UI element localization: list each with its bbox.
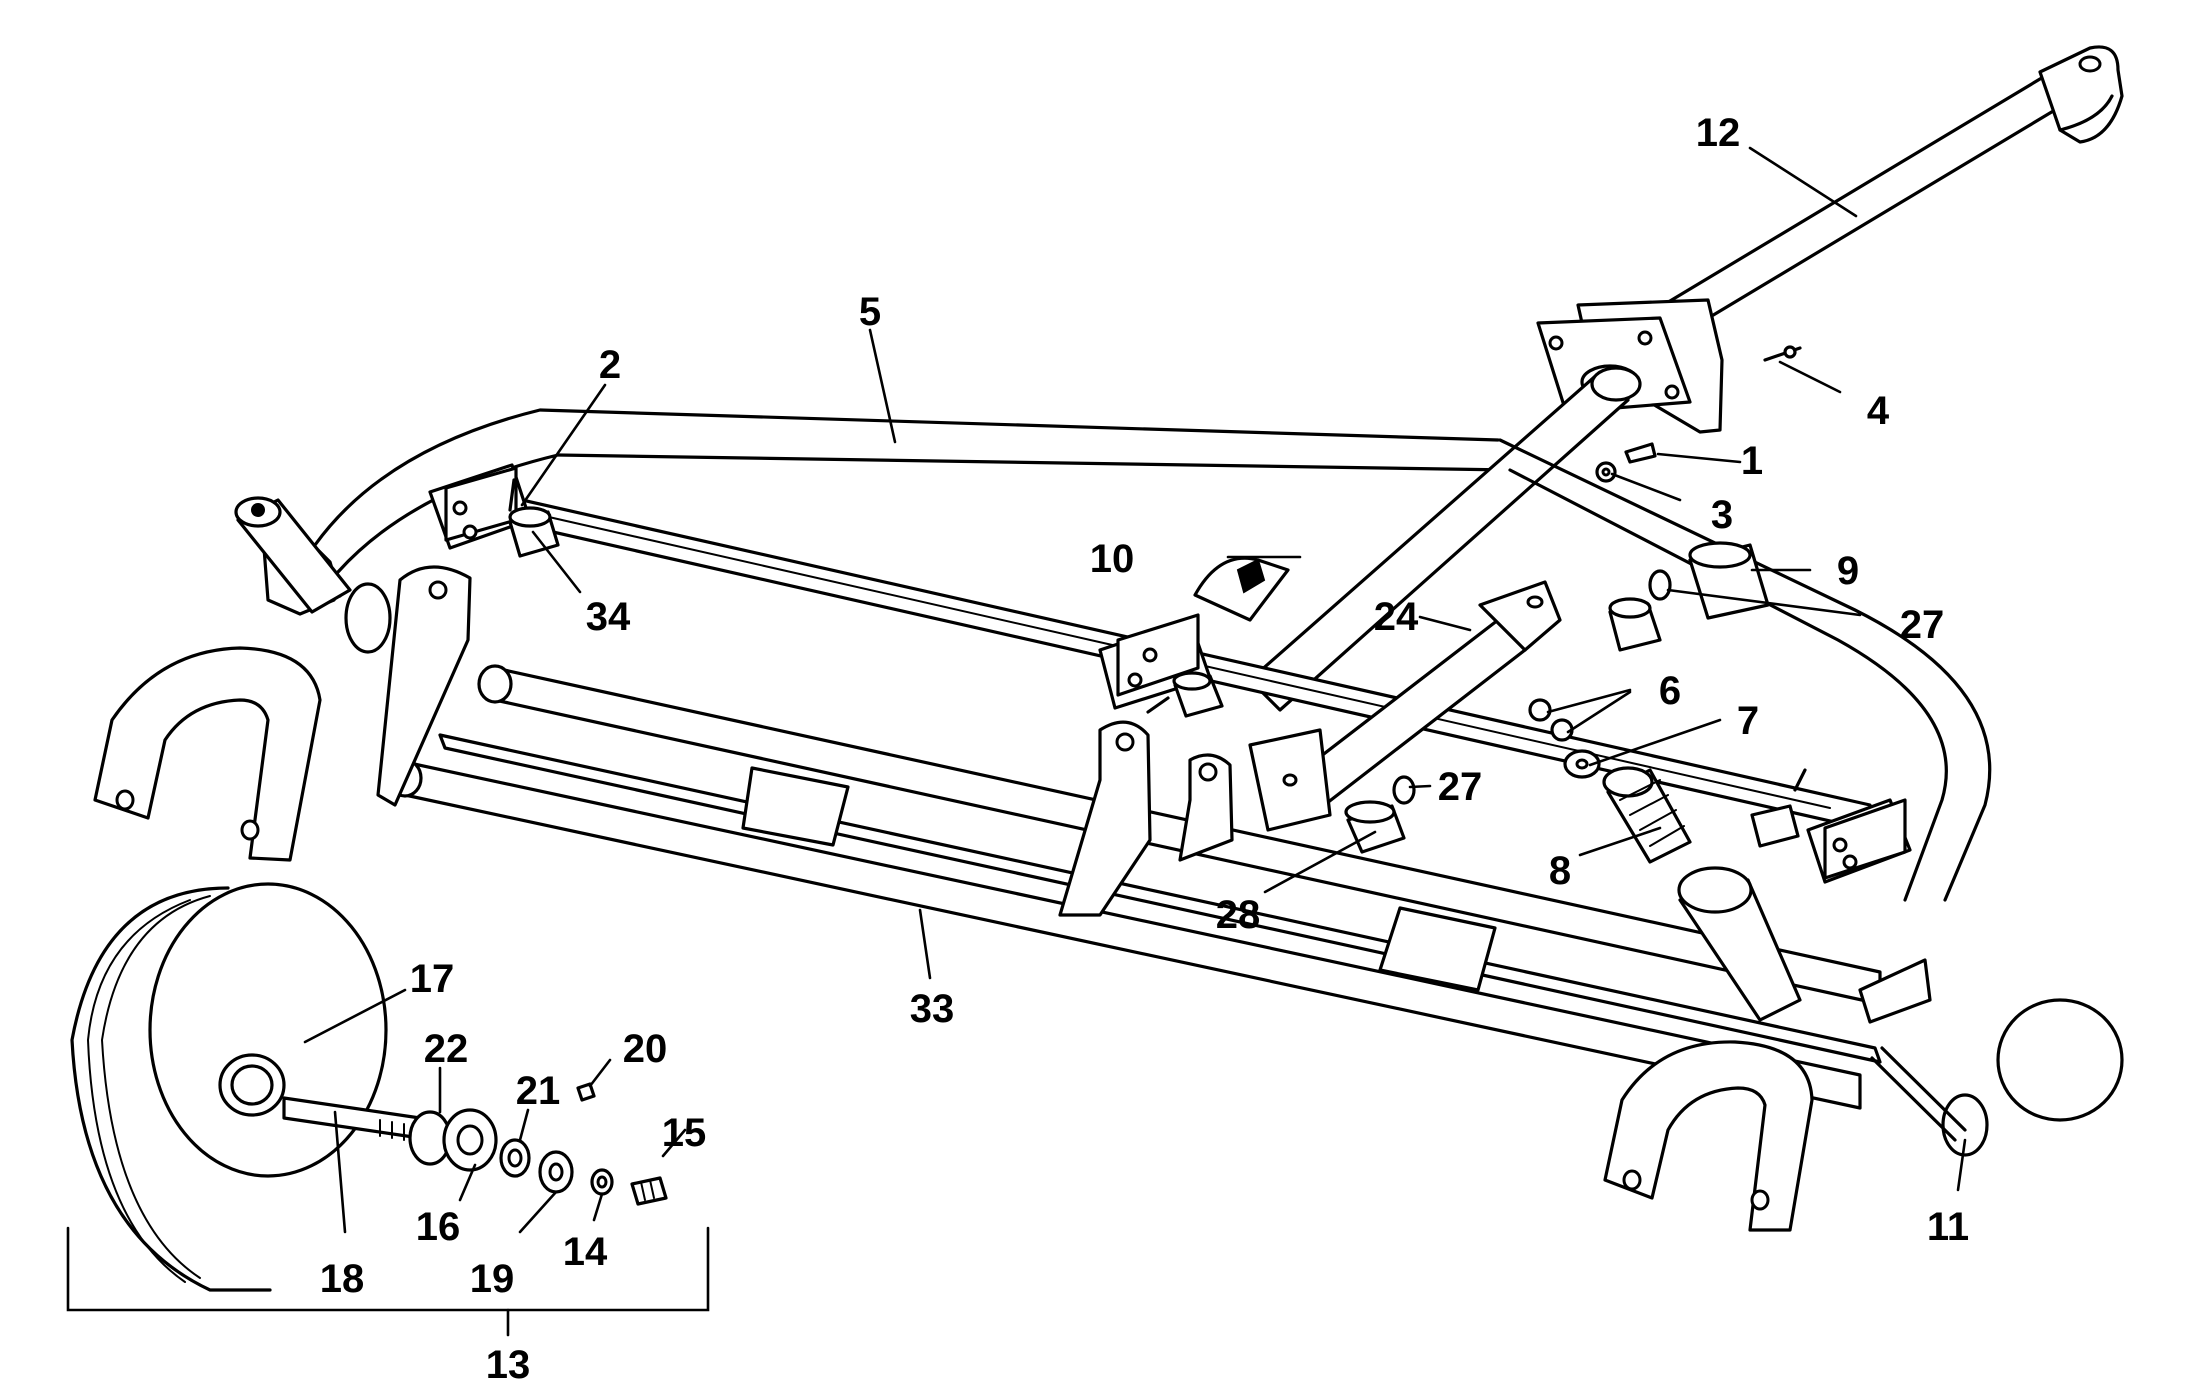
callout-15: 15 <box>662 1111 707 1155</box>
part-19-nut <box>538 1150 574 1194</box>
part-9-sleeve <box>1688 541 1770 620</box>
middle-hanger-plate <box>1058 720 1234 917</box>
callout-7: 7 <box>1737 699 1759 743</box>
callout-5: 5 <box>859 290 881 334</box>
part-4-cotter <box>1763 345 1802 362</box>
part-21-spacer <box>499 1138 531 1178</box>
part-27-clip-upper <box>1648 569 1672 601</box>
callout-17: 17 <box>410 957 455 1001</box>
callout-12: 12 <box>1696 111 1741 155</box>
part-15-bolt <box>630 1176 668 1206</box>
callout-2: 2 <box>599 343 621 387</box>
leader-lines <box>303 146 1967 1234</box>
callout-4: 4 <box>1867 389 1890 433</box>
callout-9: 9 <box>1837 549 1859 593</box>
lower-frame-bracket-left <box>741 766 850 847</box>
pin-near-27 <box>1608 597 1662 652</box>
right-frame-leg <box>1498 438 1992 902</box>
part-1-pin <box>1624 442 1657 464</box>
callout-10: 10 <box>1090 537 1135 581</box>
callout-21: 21 <box>516 1069 561 1113</box>
part-13-bracket-line <box>66 1226 710 1337</box>
part-27-clip-lower <box>1392 775 1416 805</box>
callout-3: 3 <box>1711 493 1733 537</box>
part-11-hitch-pin <box>1858 958 2124 1157</box>
callout-1: 1 <box>1741 439 1763 483</box>
main-cross-tube <box>1248 366 1642 712</box>
center-pin <box>1146 671 1224 718</box>
callout-6: 6 <box>1659 669 1681 713</box>
callout-13: 13 <box>486 1343 531 1387</box>
part-12-tongue <box>1653 45 2124 337</box>
callout-22: 22 <box>424 1027 469 1071</box>
callout-11: 11 <box>1927 1205 1969 1249</box>
left-mount-plates <box>428 463 532 550</box>
callout-8: 8 <box>1549 849 1571 893</box>
right-caster-fork <box>1603 1040 1814 1232</box>
callout-14: 14 <box>563 1230 608 1274</box>
part-8-threaded-stud <box>1602 766 1692 864</box>
callout-28: 28 <box>1216 893 1261 937</box>
callout-18: 18 <box>320 1257 365 1301</box>
callout-27-lower: 27 <box>1438 765 1483 809</box>
part-7-washer <box>1563 749 1601 779</box>
left-caster-stem <box>234 496 352 614</box>
right-caster-stem <box>1677 866 1802 1022</box>
callout-19: 19 <box>470 1257 515 1301</box>
right-pin <box>1750 768 1807 848</box>
part-3-nut <box>1595 461 1617 483</box>
part-14-washer <box>590 1168 614 1196</box>
part-20-grease-fitting <box>576 1082 596 1102</box>
part-10-decal-bracket <box>1193 556 1290 622</box>
part-16-hub-cup <box>442 1108 498 1172</box>
lower-frame-bracket-right <box>1378 906 1497 992</box>
left-ring-link <box>344 582 392 654</box>
callout-labels: 12 5 2 4 1 3 10 9 34 27 24 6 7 27 8 28 3… <box>320 111 1969 1387</box>
callout-34: 34 <box>586 595 631 639</box>
part-24-cylinder <box>1248 580 1562 832</box>
callout-24: 24 <box>1374 595 1419 639</box>
callout-20: 20 <box>623 1027 668 1071</box>
callout-16: 16 <box>416 1205 461 1249</box>
part-2-bolt <box>508 478 516 512</box>
part-17-wheel <box>70 882 388 1292</box>
callout-27-upper: 27 <box>1900 603 1945 647</box>
callout-33: 33 <box>910 987 955 1031</box>
right-mount-plates <box>1806 798 1912 884</box>
left-side-plate <box>376 565 472 807</box>
